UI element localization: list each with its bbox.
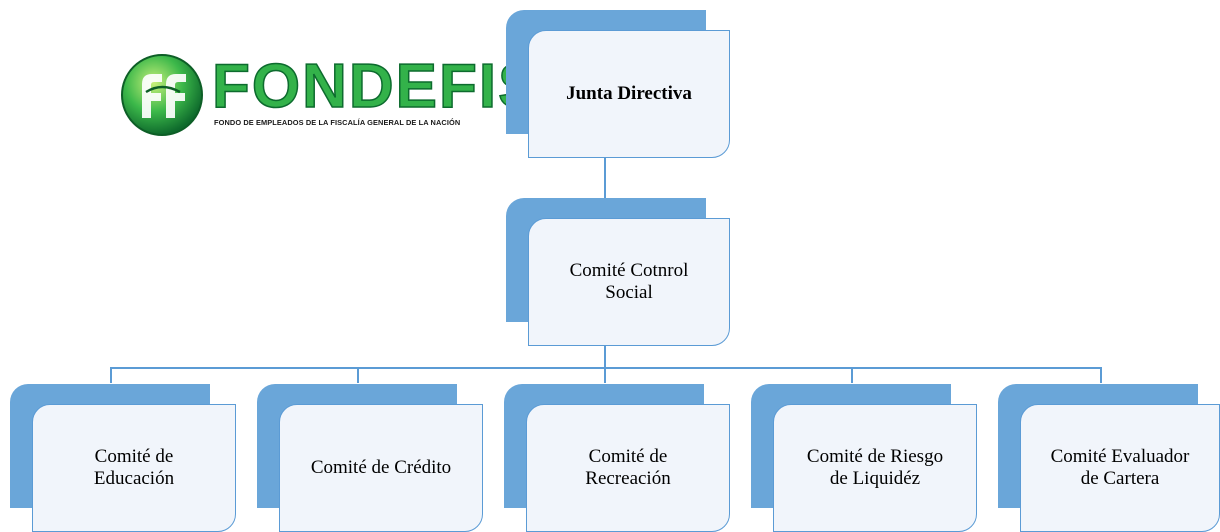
node-comite-evaluador-cartera: Comité Evaluador de Cartera bbox=[998, 384, 1220, 532]
node-comite-credito: Comité de Crédito bbox=[257, 384, 483, 532]
logo-wordmark: FONDEFIS bbox=[211, 52, 542, 121]
connector-drop-1 bbox=[110, 367, 112, 383]
node-comite-control-social: Comité Cotnrol Social bbox=[506, 198, 730, 346]
node-label: Comité de Riesgo de Liquidéz bbox=[773, 404, 977, 532]
connector-drop-3 bbox=[604, 367, 606, 383]
node-label: Comité de Crédito bbox=[279, 404, 483, 532]
connector-drop-5 bbox=[1100, 367, 1102, 383]
node-junta-directiva: Junta Directiva bbox=[506, 10, 730, 158]
fondefis-logo: FONDEFIS FONDO DE EMPLEADOS DE LA FISCAL… bbox=[116, 52, 540, 138]
node-comite-riesgo-liquidez: Comité de Riesgo de Liquidéz bbox=[751, 384, 977, 532]
connector-drop-2 bbox=[357, 367, 359, 383]
node-label: Comité Cotnrol Social bbox=[528, 218, 730, 346]
connector-horizontal bbox=[110, 367, 1102, 369]
node-label: Comité Evaluador de Cartera bbox=[1020, 404, 1220, 532]
fondefis-emblem-icon bbox=[121, 54, 203, 136]
connector-root-to-level2 bbox=[604, 156, 606, 200]
node-label: Junta Directiva bbox=[528, 30, 730, 158]
node-label: Comité de Recreación bbox=[526, 404, 730, 532]
node-comite-recreacion: Comité de Recreación bbox=[504, 384, 730, 532]
connector-level2-down bbox=[604, 344, 606, 368]
node-label: Comité de Educación bbox=[32, 404, 236, 532]
connector-drop-4 bbox=[851, 367, 853, 383]
node-comite-educacion: Comité de Educación bbox=[10, 384, 236, 532]
logo-subtitle: FONDO DE EMPLEADOS DE LA FISCALÍA GENERA… bbox=[214, 118, 461, 127]
